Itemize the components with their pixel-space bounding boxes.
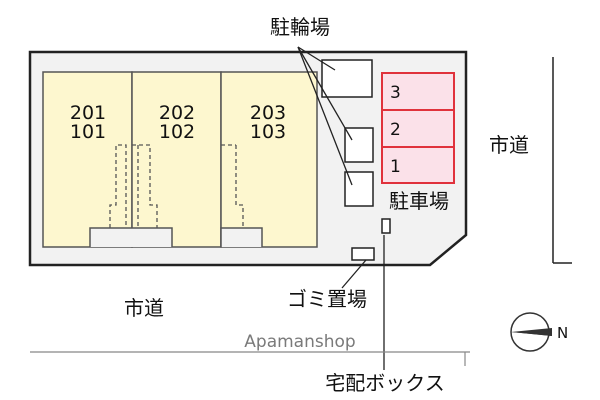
stair-outline-2 <box>221 144 244 228</box>
unit-1 <box>42 71 133 248</box>
parking-area-outline <box>381 72 455 184</box>
watermark: Apamanshop <box>244 332 355 352</box>
parking-space-2: 2 <box>390 120 401 140</box>
unit-1-upper-number: 201 <box>70 102 106 124</box>
car-parking-area <box>381 72 455 184</box>
bicycle-parking-label: 駐輪場 <box>270 15 330 39</box>
delivery-box <box>381 218 391 234</box>
garbage-area <box>351 247 375 261</box>
car-parking-label: 駐車場 <box>389 189 449 213</box>
garbage-label: ゴミ置場 <box>287 287 367 311</box>
entrance-recess-2 <box>220 227 263 247</box>
building <box>42 71 318 248</box>
road-east-label: 市道 <box>489 133 529 157</box>
entrance-recess-1 <box>89 227 173 247</box>
north-compass-icon <box>510 312 552 352</box>
unit-3-upper-number: 203 <box>250 102 286 124</box>
unit-3 <box>220 71 318 248</box>
road-south-label: 市道 <box>124 296 164 320</box>
delivery-box-label: 宅配ボックス <box>325 371 444 395</box>
north-label: N <box>557 324 568 342</box>
unit-2 <box>131 71 222 248</box>
leader-lines <box>297 46 385 370</box>
bicycle-parking-box-1 <box>321 59 373 98</box>
parking-space-3: 3 <box>390 83 401 103</box>
bicycle-parking-box-2 <box>344 127 374 163</box>
unit-3-lower-number: 103 <box>250 121 286 143</box>
unit-1-lower-number: 101 <box>70 121 106 143</box>
unit-2-upper-number: 202 <box>159 102 195 124</box>
stair-outline-1 <box>109 144 158 228</box>
unit-2-lower-number: 102 <box>159 121 195 143</box>
parking-space-1: 1 <box>390 157 401 177</box>
